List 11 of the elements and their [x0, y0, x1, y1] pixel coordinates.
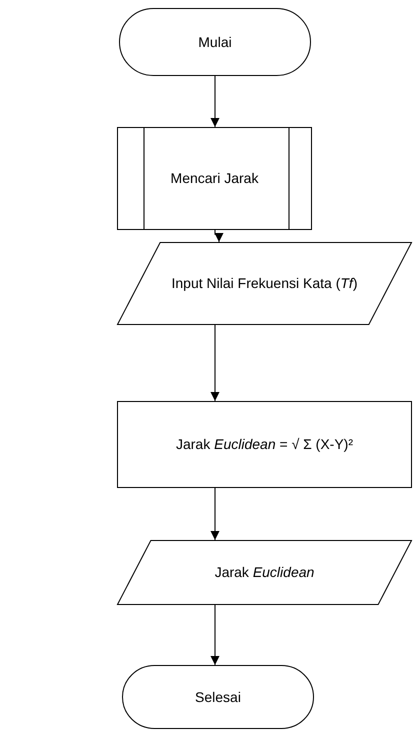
arrow: [210, 604, 220, 666]
arrow: [214, 230, 224, 242]
arrow: [210, 488, 220, 540]
node-label: Selesai: [195, 688, 241, 706]
node-label: Input Nilai Frekuensi Kata (Tf): [172, 275, 358, 292]
node-label: Mulai: [198, 34, 232, 50]
node-label: Jarak Euclidean: [214, 564, 314, 581]
node-label: Mencari Jarak: [170, 170, 258, 187]
node-label: Jarak Euclidean = √ Σ (X-Y)²: [176, 436, 354, 453]
arrow: [210, 324, 220, 402]
arrow: [210, 76, 220, 128]
